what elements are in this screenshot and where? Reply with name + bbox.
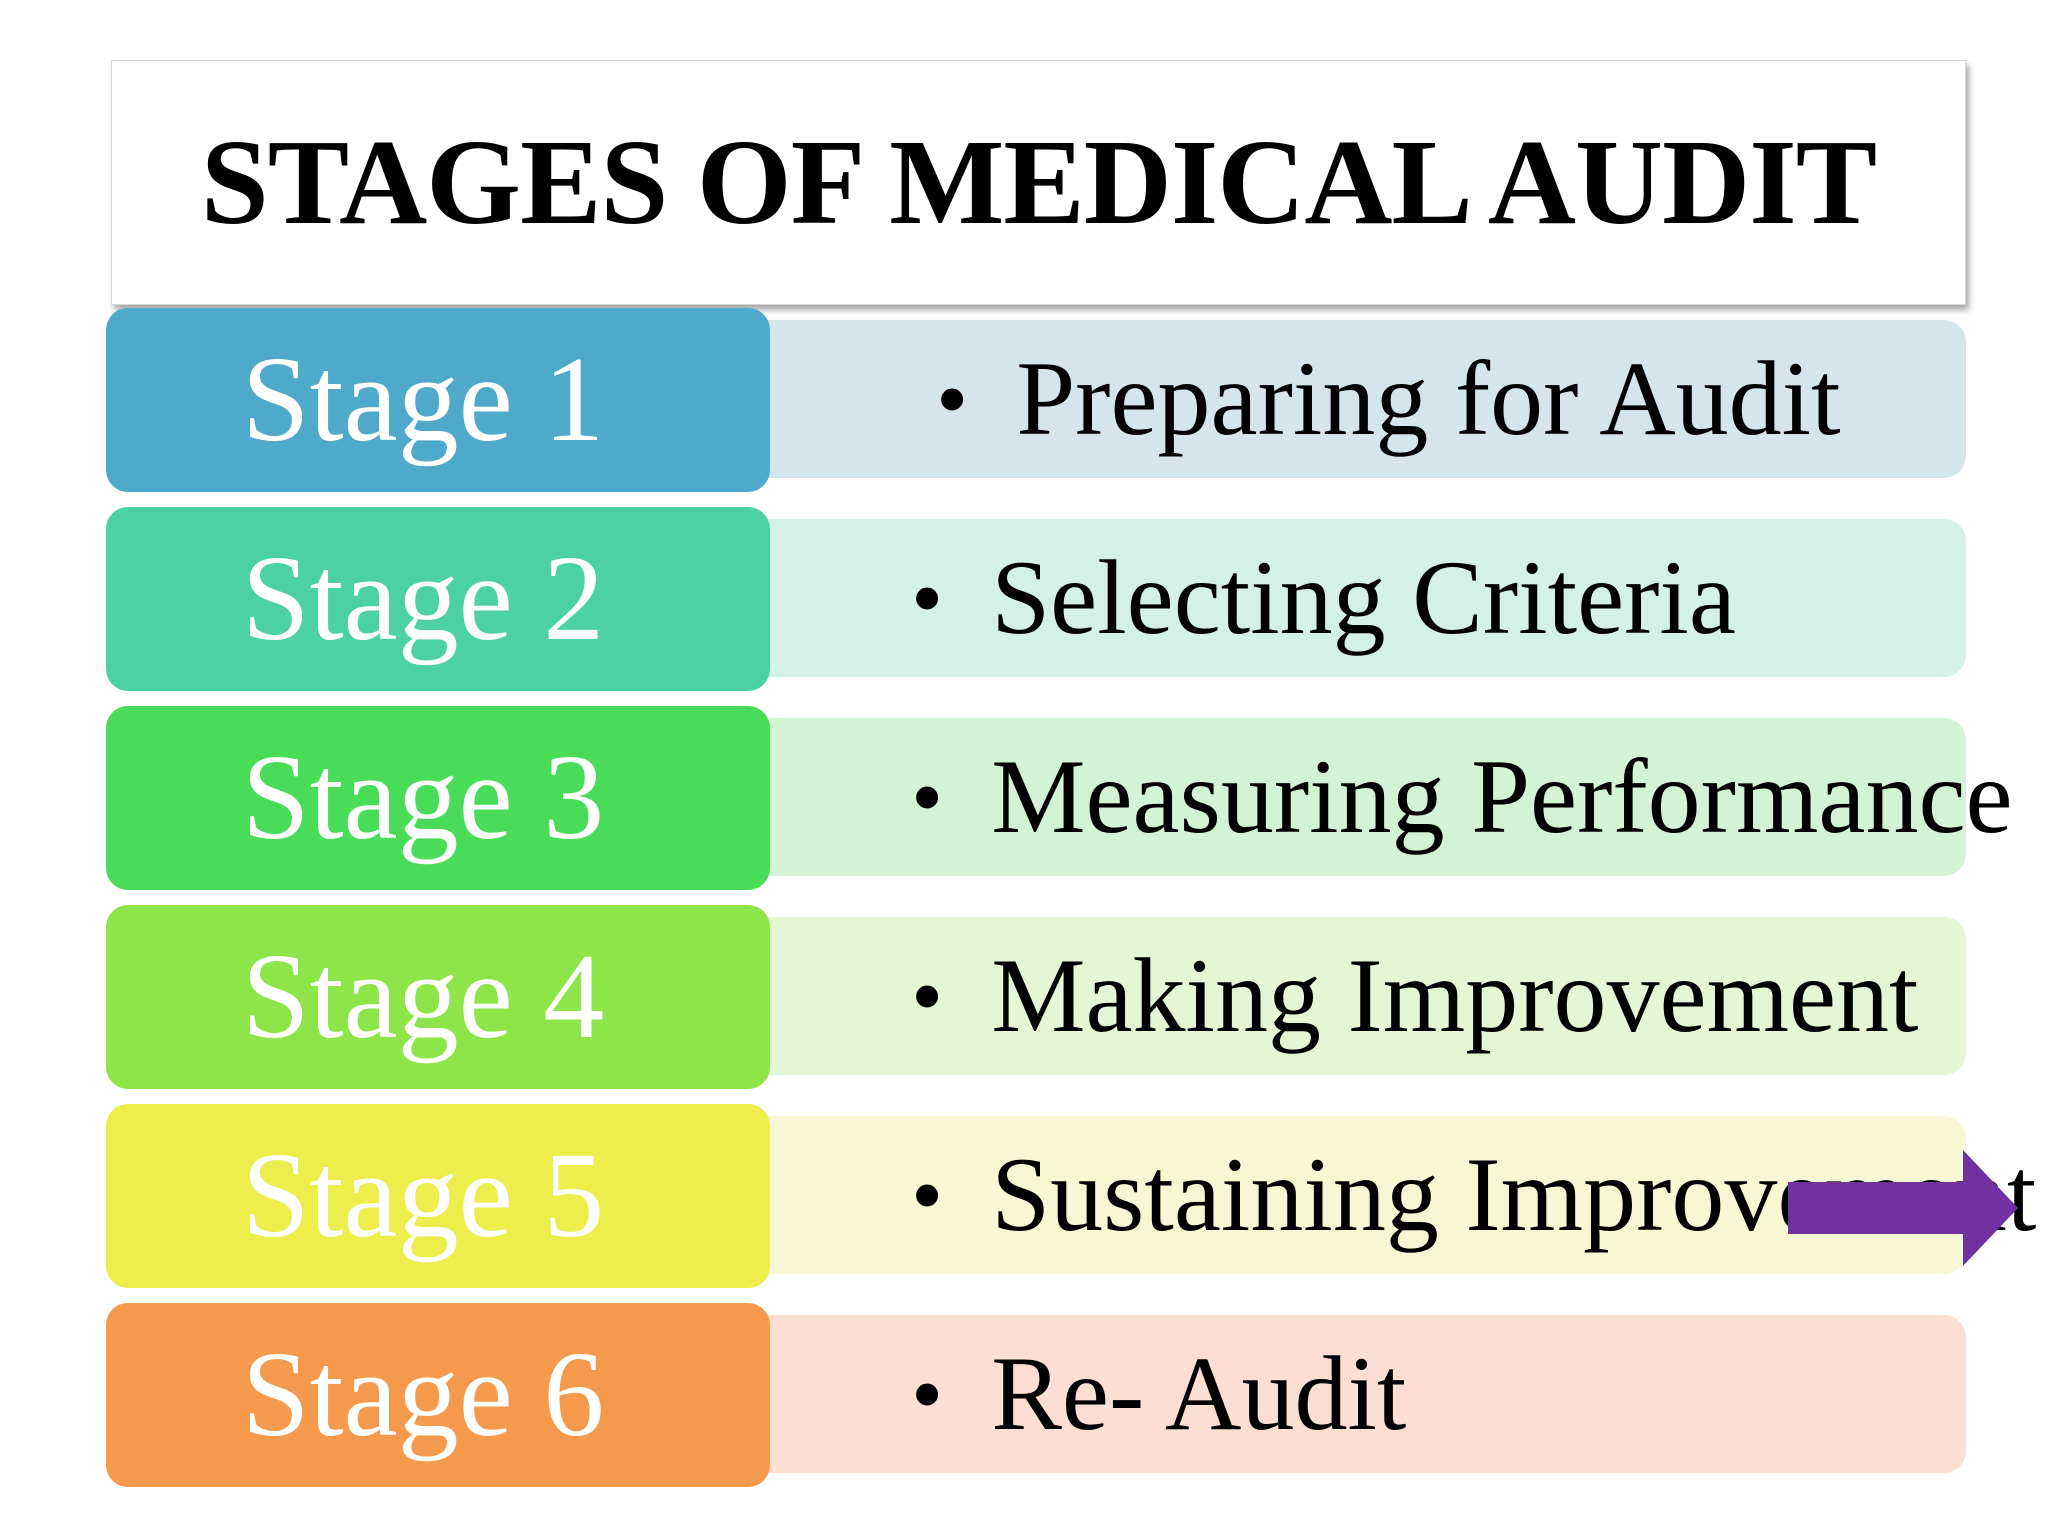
stage-row-4: Stage 4 • Making Improvement <box>106 905 1966 1089</box>
stage-desc-box-4: • Making Improvement <box>746 917 1966 1075</box>
stage-label-5: Stage 5 <box>241 1128 605 1263</box>
stage-label-4: Stage 4 <box>241 929 605 1064</box>
stage-label-6: Stage 6 <box>241 1327 605 1462</box>
stage-desc-6: Re- Audit <box>991 1335 1407 1452</box>
bullet-icon: • <box>936 348 969 450</box>
slide-title: STAGES OF MEDICAL AUDIT <box>200 114 1877 250</box>
arrow-shape <box>1788 1150 2018 1266</box>
bullet-icon: • <box>911 547 944 649</box>
right-arrow-icon <box>1788 1150 2018 1266</box>
stage-label-box-4: Stage 4 <box>106 905 770 1089</box>
stage-row-5: Stage 5 • Sustaining Improvement <box>106 1104 2036 1288</box>
stage-label-3: Stage 3 <box>241 730 605 865</box>
stage-desc-3: Measuring Performance <box>991 738 2013 855</box>
stage-desc-box-2: • Selecting Criteria <box>746 519 1966 677</box>
title-box: STAGES OF MEDICAL AUDIT <box>111 60 1966 305</box>
stage-row-3: Stage 3 • Measuring Performance <box>106 706 2013 890</box>
bullet-icon: • <box>911 1144 944 1246</box>
stage-desc-box-5: • Sustaining Improvement <box>746 1116 2036 1274</box>
bullet-icon: • <box>911 746 944 848</box>
bullet-icon: • <box>911 1343 944 1445</box>
stage-row-2: Stage 2 • Selecting Criteria <box>106 507 1966 691</box>
stage-desc-box-6: • Re- Audit <box>746 1315 1966 1473</box>
stage-label-box-6: Stage 6 <box>106 1303 770 1487</box>
bullet-icon: • <box>911 945 944 1047</box>
stage-label-2: Stage 2 <box>241 531 605 666</box>
stage-desc-1: Preparing for Audit <box>1016 340 1841 457</box>
stage-row-6: Stage 6 • Re- Audit <box>106 1303 1966 1487</box>
stage-label-box-5: Stage 5 <box>106 1104 770 1288</box>
stage-label-box-3: Stage 3 <box>106 706 770 890</box>
stage-row-1: Stage 1 • Preparing for Audit <box>106 308 1966 492</box>
stage-desc-box-1: • Preparing for Audit <box>746 320 1966 478</box>
stage-desc-2: Selecting Criteria <box>991 539 1736 656</box>
stage-label-box-1: Stage 1 <box>106 308 770 492</box>
stage-label-1: Stage 1 <box>241 332 605 467</box>
stage-desc-4: Making Improvement <box>991 937 1919 1054</box>
stage-desc-box-3: • Measuring Performance <box>746 718 2013 876</box>
stage-label-box-2: Stage 2 <box>106 507 770 691</box>
